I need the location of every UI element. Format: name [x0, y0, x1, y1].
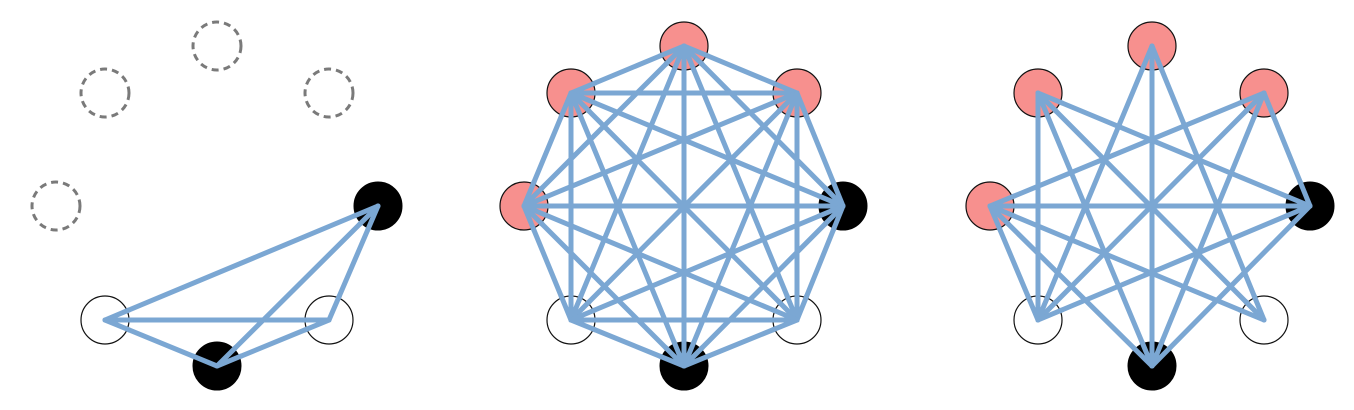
edge-R2-R3 [987, 90, 1267, 209]
right-graph [965, 21, 1335, 391]
edge-tip-R2-R4 [1261, 90, 1277, 120]
edge-tip-C5-C6 [657, 353, 687, 369]
edge-tip-C6-C7 [770, 317, 800, 333]
edge-tip-L4-L7 [365, 203, 381, 233]
edge-tip-R4-R6 [1289, 203, 1313, 228]
edge-tip-R4-R6 [1149, 344, 1173, 369]
edge-tip-C1-C3 [521, 179, 537, 209]
edge-tip-C2-C4 [830, 179, 846, 209]
center-graph [499, 21, 868, 391]
edge-R3-R6 [987, 203, 1155, 369]
edge-tip-L6-L7 [302, 317, 332, 333]
edge-R1-R6 [1035, 90, 1155, 369]
edge-tip-R1-R7 [1035, 90, 1059, 114]
edge-tip-C0-C7 [681, 43, 697, 73]
edge-L4-L6 [214, 203, 381, 369]
dashed-node-L1 [79, 67, 131, 119]
edge-tip-C4-C7 [830, 203, 846, 233]
left-graph [30, 20, 403, 391]
edge-tip-C6-C7 [681, 353, 711, 369]
dashed-node-L2 [303, 67, 355, 119]
dashed-node-L3 [30, 180, 82, 232]
edge-R2-R6 [1149, 90, 1267, 369]
edge-C4-C5 [568, 203, 846, 323]
edge-R4-R5 [1035, 203, 1313, 323]
edge-overlay-group [102, 203, 381, 369]
edge-tip-L5-L6 [190, 353, 220, 369]
edge-tip-C3-C5 [558, 293, 574, 323]
edge-tip-R3-R7 [987, 203, 1017, 219]
edge-tip-C4-C7 [794, 293, 810, 323]
node-group [30, 20, 403, 391]
edge-overlay-group [987, 43, 1313, 369]
edge-tip-R3-R6 [1131, 345, 1155, 369]
edge-tip-C3-C7 [521, 203, 551, 219]
edge-tip-C1-C7 [568, 90, 592, 114]
edge-group [987, 43, 1313, 369]
edge-tip-R2-R4 [1297, 179, 1313, 209]
edge-C3-C6 [521, 203, 687, 369]
edge-L4-L5 [102, 203, 381, 323]
edge-C2-C3 [521, 90, 800, 209]
edge-tip-R2-R6 [1251, 90, 1267, 120]
edge-tip-R0-R7 [1149, 43, 1165, 73]
edge-tip-R3-R7 [1237, 307, 1267, 323]
edge-R1-R4 [1035, 90, 1313, 209]
edge-R4-R6 [1149, 203, 1313, 369]
dashed-node-L0 [191, 20, 243, 72]
edge-tip-R4-R5 [1035, 307, 1065, 323]
edge-tip-L4-L7 [326, 293, 342, 323]
edge-C4-C6 [681, 203, 846, 369]
edge-overlay-group [521, 43, 846, 369]
edge-tip-R3-R5 [1025, 293, 1041, 323]
edge-tip-L6-L7 [214, 353, 244, 369]
